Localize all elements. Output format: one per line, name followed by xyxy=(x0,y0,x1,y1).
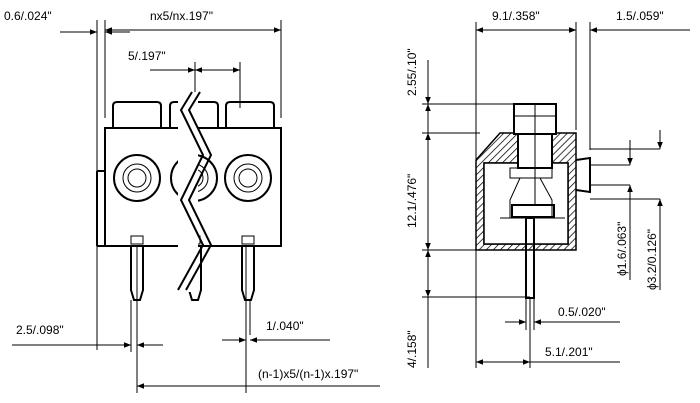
dim-pin-thickness: 0.6/.024" xyxy=(4,9,52,23)
dim-pitch-single: 5/.197" xyxy=(128,49,166,63)
dim-pitch-n-minus-1: (n-1)x5/(n-1)x.197" xyxy=(258,367,358,381)
dim-pin-position: 5.1/.201" xyxy=(545,345,593,359)
dim-right-gap: 1.5/.059" xyxy=(616,9,664,23)
dim-hole-small: ϕ1.6/.063" xyxy=(615,222,629,276)
dim-body-height: 12.1/.476" xyxy=(405,174,419,228)
dim-pin-offset: 2.5/.098" xyxy=(16,323,64,337)
side-view: 9.1/.358" 1.5/.059" 2.55/.10" 12.1/.476"… xyxy=(405,9,690,368)
dim-top: 2.55/.10" xyxy=(405,48,419,96)
dim-pin-width: 0.5/.020" xyxy=(558,305,606,319)
dim-bottom: 4/.158" xyxy=(405,330,419,368)
dim-hole-large: ϕ3.2/0.126" xyxy=(645,229,659,290)
dim-pin-length: 1/.040" xyxy=(266,319,304,333)
dim-width: 9.1/.358" xyxy=(492,9,540,23)
dim-pitch-total: nx5/nx.197" xyxy=(150,9,213,23)
front-view: 0.6/.024" nx5/nx.197" 5/.197" xyxy=(4,9,380,393)
